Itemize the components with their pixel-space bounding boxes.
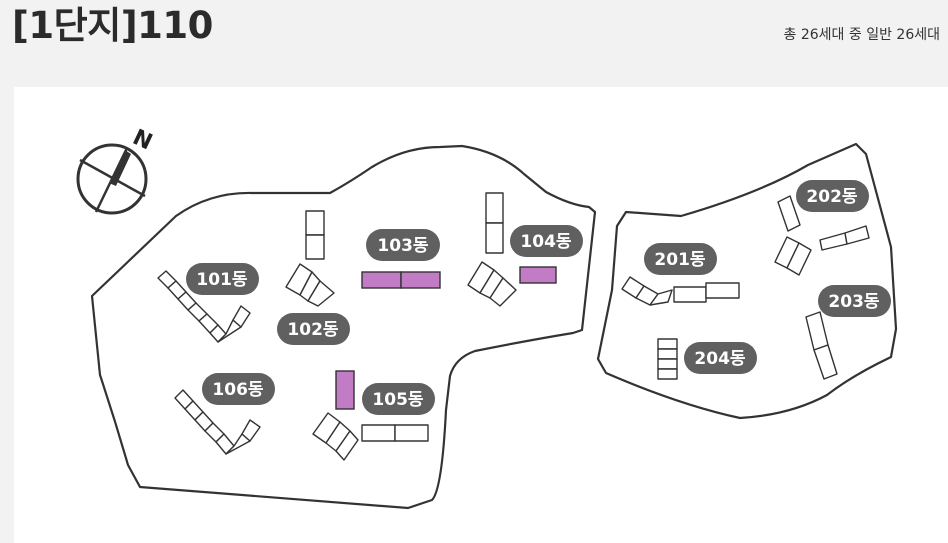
building-label-102[interactable]: 102동 xyxy=(277,313,350,345)
building-104-shape[interactable] xyxy=(467,192,557,307)
building-label-102-text: 102동 xyxy=(287,320,338,340)
building-label-104[interactable]: 104동 xyxy=(510,225,583,257)
building-101-shape[interactable] xyxy=(157,270,251,343)
building-label-101-text: 101동 xyxy=(196,270,247,290)
building-label-104-text: 104동 xyxy=(520,232,571,252)
building-102-shape[interactable] xyxy=(285,210,335,307)
building-label-203-text: 203동 xyxy=(828,292,879,312)
compass-icon: N xyxy=(76,125,156,215)
building-label-201[interactable]: 201동 xyxy=(644,243,717,275)
building-label-103[interactable]: 103동 xyxy=(366,229,440,261)
building-label-106[interactable]: 106동 xyxy=(202,373,275,405)
building-label-201-text: 201동 xyxy=(654,250,705,270)
building-105-shape[interactable] xyxy=(312,370,429,461)
building-106-shape[interactable] xyxy=(174,389,261,455)
building-label-105[interactable]: 105동 xyxy=(362,383,435,415)
building-203-shape[interactable] xyxy=(805,311,838,380)
building-label-202[interactable]: 202동 xyxy=(796,180,869,212)
page-title: [1단지]110 xyxy=(12,4,213,47)
unit-summary: 총 26세대 중 일반 26세대 xyxy=(783,27,940,43)
building-label-204-text: 204동 xyxy=(694,349,745,369)
building-label-204[interactable]: 204동 xyxy=(684,342,757,374)
building-label-101[interactable]: 101동 xyxy=(186,263,259,295)
building-label-103-text: 103동 xyxy=(377,236,428,256)
building-label-106-text: 106동 xyxy=(212,380,263,400)
building-204-shape[interactable] xyxy=(657,338,678,380)
building-201-shape[interactable] xyxy=(621,276,740,306)
building-label-202-text: 202동 xyxy=(806,187,857,207)
building-label-105-text: 105동 xyxy=(372,390,423,410)
building-202-shape[interactable] xyxy=(774,195,870,276)
building-label-203[interactable]: 203동 xyxy=(818,285,891,317)
building-103-shape[interactable] xyxy=(361,271,441,289)
